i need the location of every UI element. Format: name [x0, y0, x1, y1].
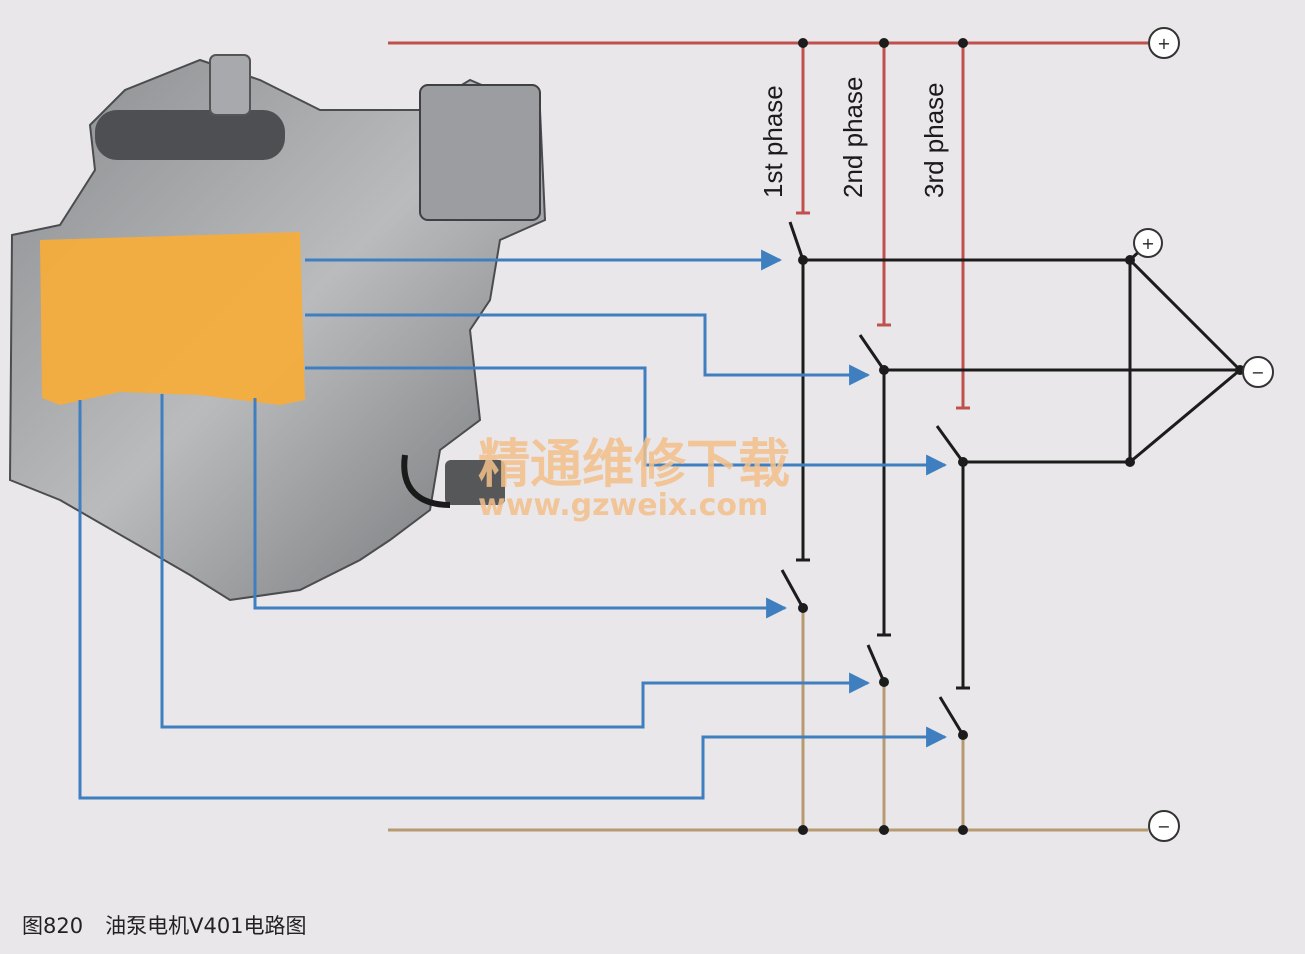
figure-number: 图820	[22, 914, 84, 938]
signal-phase3-high	[305, 366, 948, 476]
terminal-negative-supply: −	[1148, 810, 1180, 842]
control-unit-overlay	[40, 232, 305, 405]
phase-label-2: 2nd phase	[838, 77, 868, 198]
signal-phase2-high	[305, 313, 871, 386]
terminal-positive-motor: +	[1133, 228, 1163, 258]
terminal-motor-star-point-label: −	[1251, 363, 1264, 382]
terminal-positive-supply: +	[1148, 27, 1180, 59]
figure-title: 油泵电机V401电路图	[105, 914, 307, 938]
figure-caption: 图820 油泵电机V401电路图	[22, 910, 307, 940]
switch-phase3-low	[938, 696, 965, 736]
signal-phase3-low	[78, 400, 948, 800]
gate-signal-lines	[78, 249, 948, 800]
phase-label-1: 1st phase	[758, 85, 788, 198]
terminal-positive-motor-label: +	[1141, 234, 1154, 253]
signal-phase1-low	[253, 398, 788, 619]
pump-cable	[401, 454, 451, 508]
watermark-chinese: 精通维修下载	[478, 434, 790, 495]
phase-label-3: 3rd phase	[919, 82, 949, 198]
switch-phase2-low	[866, 644, 886, 683]
junction-dots	[798, 38, 1245, 835]
low-side-switches	[780, 569, 965, 736]
pump-top-fitting	[209, 54, 251, 116]
signal-phase2-low	[160, 394, 871, 729]
switch-phase1-low	[780, 569, 805, 609]
switch-phase3-high	[935, 425, 965, 463]
pump-control-unit-image	[8, 54, 547, 602]
pump-valve-cylinder	[95, 110, 285, 160]
low-side-drops	[801, 608, 965, 830]
phase-output-wires	[796, 241, 1242, 690]
switch-phase2-high	[858, 334, 886, 371]
terminal-negative-supply-label: −	[1157, 817, 1170, 836]
terminal-motor-star-point: −	[1242, 356, 1274, 388]
watermark-url: www.gzweix.com	[478, 488, 768, 523]
pump-connector-block	[419, 84, 541, 221]
high-side-switches	[788, 221, 965, 463]
pump-side-plug	[445, 460, 505, 505]
power-rails	[388, 41, 1148, 832]
terminal-positive-supply-label: +	[1157, 34, 1170, 53]
switch-phase1-high	[788, 221, 805, 261]
high-side-drops	[796, 43, 970, 410]
